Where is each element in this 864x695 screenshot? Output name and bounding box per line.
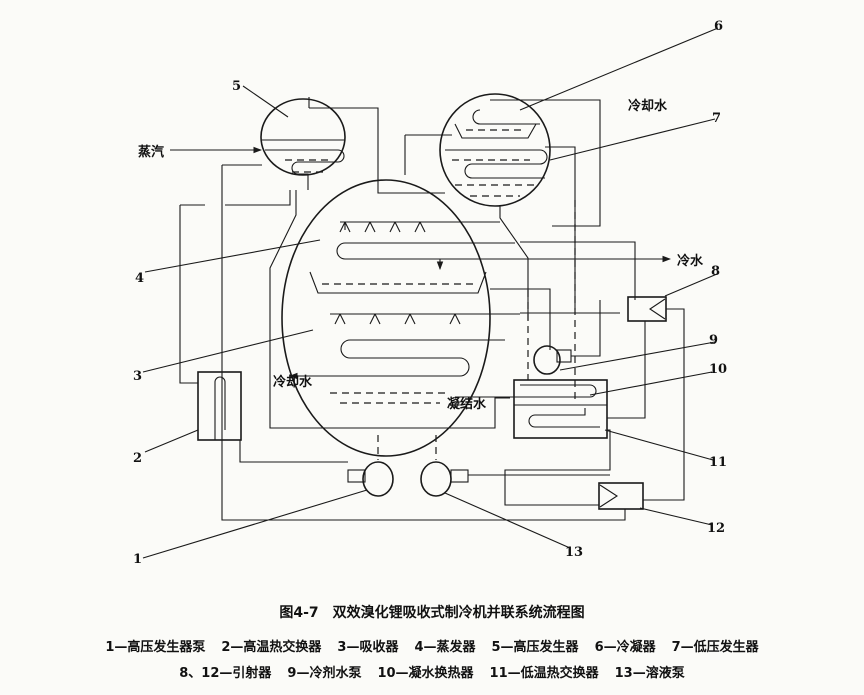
- label-12: 12: [707, 521, 725, 536]
- legend-item: 4—蒸发器: [414, 640, 476, 655]
- legend-item: 9—冷剂水泵: [287, 666, 362, 681]
- ejector-12: [598, 482, 644, 510]
- leader-lines: [142, 27, 719, 559]
- label-chilled-water: 冷水: [677, 253, 704, 269]
- label-condensate: 凝结水: [447, 396, 487, 412]
- label-5: 5: [232, 79, 241, 94]
- high-temperature-heat-exchanger: [197, 371, 242, 441]
- refrigerant-water-pump: [533, 345, 572, 375]
- absorber-evaporator-vessel: [281, 179, 672, 457]
- label-13: 13: [565, 545, 583, 560]
- figure-title: 图4-7 双效溴化锂吸收式制冷机并联系统流程图: [279, 605, 585, 621]
- label-1: 1: [133, 552, 142, 567]
- label-4: 4: [135, 271, 144, 286]
- label-8: 8: [711, 264, 720, 279]
- label-6: 6: [714, 19, 723, 34]
- high-pressure-generator-pump: [347, 461, 394, 497]
- label-11: 11: [709, 455, 727, 470]
- high-pressure-generator: [260, 98, 346, 190]
- label-steam: 蒸汽: [138, 144, 164, 160]
- legend-item: 3—吸收器: [337, 640, 399, 655]
- label-9: 9: [709, 333, 718, 348]
- legend-item: 5—高压发生器: [491, 640, 579, 655]
- label-3: 3: [133, 369, 142, 384]
- label-cooling-water-in: 冷却水: [273, 374, 313, 390]
- flow-diagram: 5 6 7 4 8 9 10 3 2 11 12 1 13 蒸汽 冷却水 冷水 …: [133, 19, 727, 567]
- label-2: 2: [133, 451, 142, 466]
- piping: [170, 97, 685, 521]
- label-7: 7: [712, 111, 721, 126]
- condenser-low-pressure-generator: [439, 93, 551, 207]
- condensate-and-low-temp-heat-exchangers: [455, 379, 608, 439]
- legend-line-1: 1—高压发生器泵 2—高温热交换器 3—吸收器 4—蒸发器 5—高压发生器 6—冷凝器 7—…: [0, 636, 864, 655]
- legend-item: 11—低温热交换器: [489, 666, 599, 681]
- solution-pump: [420, 461, 469, 497]
- legend-item: 7—低压发生器: [671, 640, 759, 655]
- legend-item: 6—冷凝器: [594, 640, 656, 655]
- label-cooling-water-out: 冷却水: [628, 98, 668, 114]
- label-10: 10: [709, 362, 727, 377]
- legend-line-2: 8、12—引射器 9—冷剂水泵 10—凝水换热器 11—低温热交换器 13—溶液泵: [0, 662, 864, 681]
- legend-item: 8、12—引射器: [179, 666, 272, 681]
- legend-item: 1—高压发生器泵: [105, 640, 206, 655]
- legend-item: 13—溶液泵: [614, 666, 685, 681]
- legend-item: 2—高温热交换器: [221, 640, 322, 655]
- ejector-8: [627, 296, 667, 322]
- legend-item: 10—凝水换热器: [377, 666, 474, 681]
